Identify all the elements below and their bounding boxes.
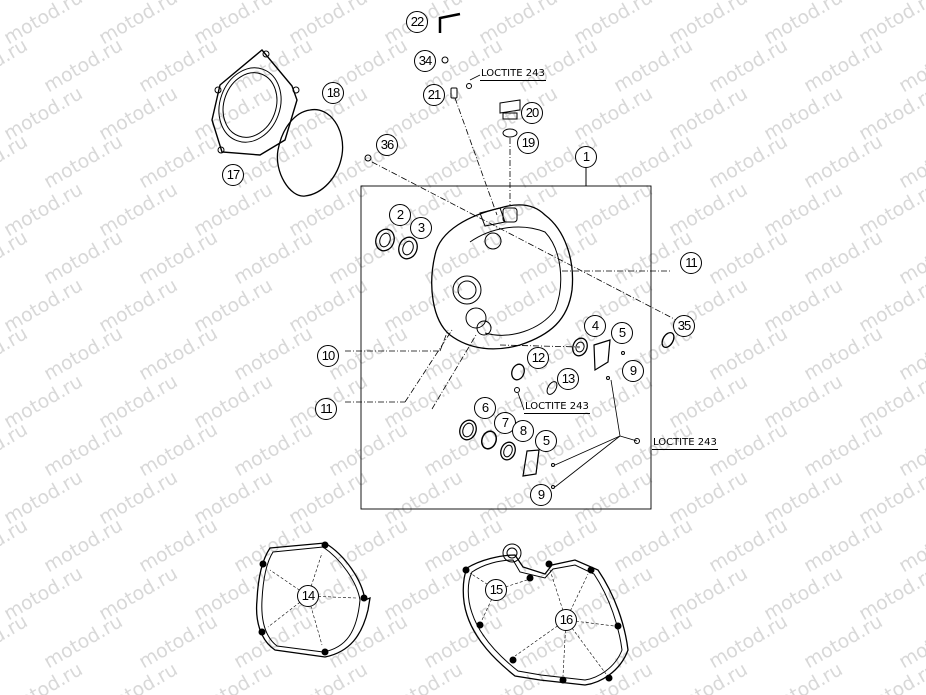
callout-part-36[interactable]: 36 — [376, 134, 398, 156]
callout-part-10[interactable]: 10 — [317, 345, 339, 367]
callout-part-5a[interactable]: 5 — [611, 322, 633, 344]
callout-part-9b[interactable]: 9 — [530, 484, 552, 506]
callout-part-22[interactable]: 22 — [406, 11, 428, 33]
callout-part-8[interactable]: 8 — [512, 420, 534, 442]
part-17-outer-cover — [211, 49, 300, 156]
parts-4-5-upper — [572, 337, 625, 380]
callout-part-18[interactable]: 18 — [322, 82, 344, 104]
part-15-16-gasket — [462, 543, 629, 686]
callout-part-5b[interactable]: 5 — [535, 430, 557, 452]
upper-small-parts — [364, 12, 521, 162]
seals-2-3 — [375, 228, 418, 260]
part-35-oring — [661, 331, 675, 349]
callout-part-17[interactable]: 17 — [222, 164, 244, 186]
assembly-frame — [360, 168, 652, 510]
callout-part-19[interactable]: 19 — [517, 132, 539, 154]
callout-part-9a[interactable]: 9 — [622, 360, 644, 382]
callout-part-6[interactable]: 6 — [474, 397, 496, 419]
note-loctite-right: LOCTITE 243 — [652, 437, 718, 450]
callout-part-2[interactable]: 2 — [389, 204, 411, 226]
callout-part-12[interactable]: 12 — [527, 347, 549, 369]
callout-part-4[interactable]: 4 — [584, 315, 606, 337]
note-loctite-top: LOCTITE 243 — [480, 68, 546, 81]
callout-part-15[interactable]: 15 — [485, 579, 507, 601]
callout-part-14[interactable]: 14 — [297, 585, 319, 607]
callout-part-21[interactable]: 21 — [423, 84, 445, 106]
callout-part-3[interactable]: 3 — [410, 217, 432, 239]
callout-part-11a[interactable]: 11 — [680, 252, 702, 274]
note-loctite-mid: LOCTITE 243 — [524, 401, 590, 414]
part-1-clutch-cover — [431, 204, 574, 350]
callout-part-11b[interactable]: 11 — [315, 398, 337, 420]
callout-part-13[interactable]: 13 — [557, 368, 579, 390]
callout-part-1[interactable]: 1 — [575, 146, 597, 168]
callout-part-16[interactable]: 16 — [555, 609, 577, 631]
callout-part-34[interactable]: 34 — [414, 50, 436, 72]
callout-part-20[interactable]: 20 — [521, 102, 543, 124]
loctite-leaders — [469, 74, 638, 488]
parts-12-13 — [511, 363, 558, 395]
part-18-gasket — [276, 109, 344, 197]
callout-part-35[interactable]: 35 — [673, 315, 695, 337]
parts-6-7-8-5-lower — [459, 419, 640, 489]
leader-lines — [345, 97, 681, 410]
